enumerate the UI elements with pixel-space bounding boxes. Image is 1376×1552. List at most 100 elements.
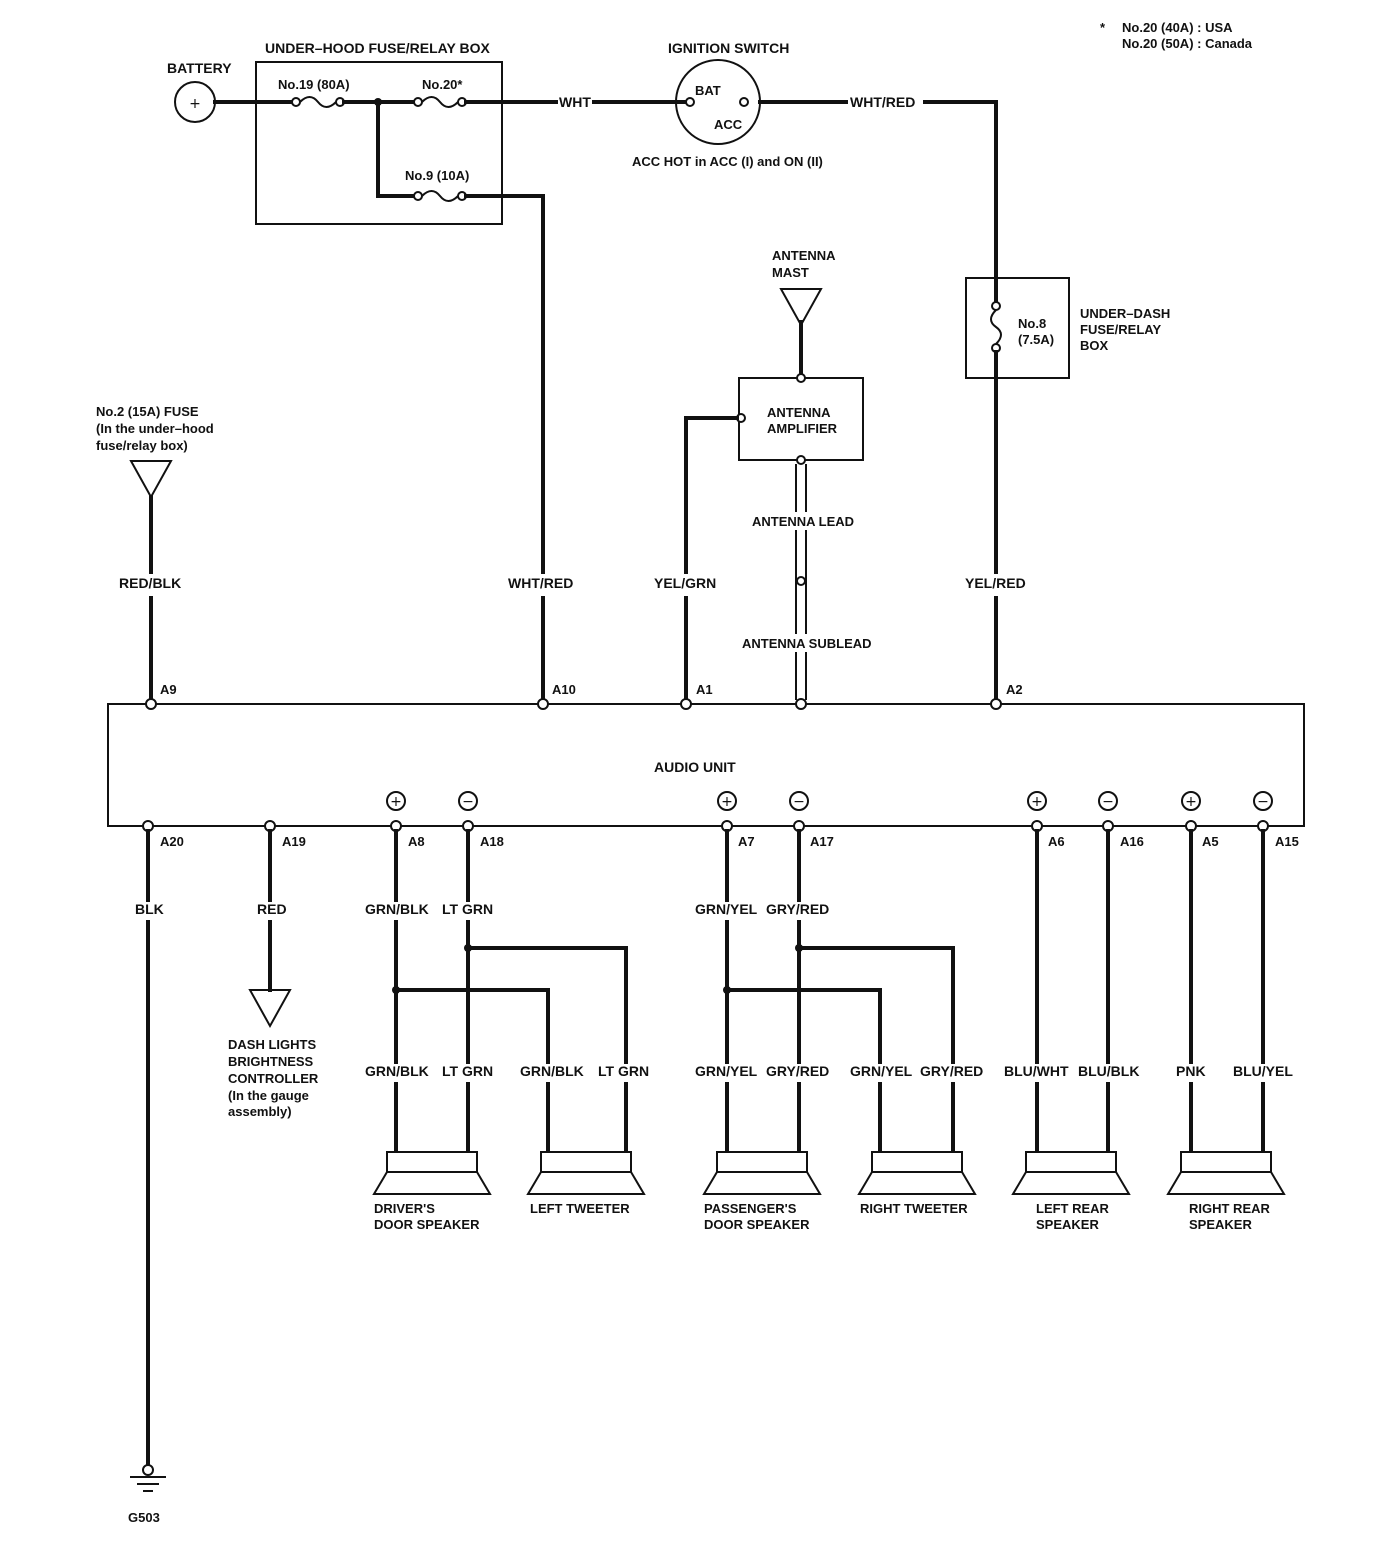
pin-label-a1: A1 <box>696 682 713 697</box>
minus-icon: − <box>793 794 805 810</box>
speaker-icon <box>702 1151 822 1195</box>
speaker-icon <box>1166 1151 1286 1195</box>
passenger-door-speaker: PASSENGER'S DOOR SPEAKER <box>702 1151 822 1232</box>
plus-icon: + <box>1185 794 1197 810</box>
footnote-canada: No.20 (50A) : Canada <box>1122 36 1253 51</box>
pin-label-a8: A8 <box>408 834 425 849</box>
driver-speaker-label-2: DOOR SPEAKER <box>374 1217 480 1232</box>
fuse-2-label-2: (In the under–hood <box>96 421 214 436</box>
fuse-2-label-1: No.2 (15A) FUSE <box>96 404 199 419</box>
wire-label-blu-blk: BLU/BLK <box>1078 1063 1139 1079</box>
underdash-fuse-box: No.8 (7.5A) UNDER–DASH FUSE/RELAY BOX <box>965 277 1170 379</box>
wire-label-driver-pos: GRN/BLK <box>365 1063 429 1079</box>
wire-label-red: RED <box>257 901 287 917</box>
left-tweeter-label: LEFT TWEETER <box>530 1201 630 1216</box>
speaker-icon <box>1011 1151 1131 1195</box>
dash-lights-label-1: DASH LIGHTS <box>228 1037 316 1052</box>
pin-label-a17: A17 <box>810 834 834 849</box>
wire-label-driver-neg: LT GRN <box>442 1063 493 1079</box>
plus-icon: + <box>721 794 733 810</box>
plus-icon: + <box>390 794 402 810</box>
dash-lights-controller-icon <box>248 989 292 1029</box>
wire-left-tweeter-pos <box>394 988 550 1064</box>
underdash-title-3: BOX <box>1080 338 1109 353</box>
wire-right-tweeter-pos <box>725 988 882 1064</box>
pin-label-a7: A7 <box>738 834 755 849</box>
left-tweeter: LEFT TWEETER <box>526 1151 646 1216</box>
dash-lights-label-4: (In the gauge <box>228 1088 309 1103</box>
wire-label-wht: WHT <box>559 94 591 110</box>
right-rear-speaker: RIGHT REAR SPEAKER <box>1166 1151 1286 1232</box>
wire-label-wht-red-top: WHT/RED <box>850 94 915 110</box>
speaker-icon <box>857 1151 977 1195</box>
pin-antenna <box>795 698 807 710</box>
polarity-markers: + − + − + − + − <box>386 791 1273 811</box>
fuse-9-icon <box>413 190 467 202</box>
fuse-2-label-3: fuse/relay box) <box>96 438 188 453</box>
pin-label-a10: A10 <box>552 682 576 697</box>
underhood-box-title: UNDER–HOOD FUSE/RELAY BOX <box>265 40 490 56</box>
footnote-usa: No.20 (40A) : USA <box>1122 20 1233 35</box>
dash-lights-label-3: CONTROLLER <box>228 1071 319 1086</box>
pin-label-a15: A15 <box>1275 834 1299 849</box>
minus-icon: − <box>1257 794 1269 810</box>
right-tweeter: RIGHT TWEETER <box>857 1151 977 1216</box>
wire-label-lt-grn-a18: LT GRN <box>442 901 493 917</box>
left-rear-label-1: LEFT REAR <box>1036 1201 1110 1216</box>
wire-label-grn-yel-a7: GRN/YEL <box>695 901 758 917</box>
wire-label-tweeter-r-neg: GRY/RED <box>920 1063 983 1079</box>
ignition-acc-label: ACC <box>714 117 743 132</box>
pin-a2 <box>990 698 1002 710</box>
minus-icon: − <box>1102 794 1114 810</box>
pin-a1 <box>680 698 692 710</box>
audio-unit-box <box>107 703 1305 827</box>
underhood-box-outline <box>255 61 503 225</box>
plus-icon: + <box>1031 794 1043 810</box>
underdash-box-outline <box>965 277 1070 379</box>
right-tweeter-label: RIGHT TWEETER <box>860 1201 968 1216</box>
fuse-8-icon <box>990 309 1002 345</box>
pin-label-a16: A16 <box>1120 834 1144 849</box>
fuse-19-icon <box>291 96 345 108</box>
left-rear-label-2: SPEAKER <box>1036 1217 1099 1232</box>
ignition-bat-label: BAT <box>695 83 721 98</box>
footnote-mark: * <box>1100 20 1106 35</box>
wire-right-tweeter-neg <box>797 946 955 1064</box>
wire-label-pnk: PNK <box>1176 1063 1206 1079</box>
underdash-title-2: FUSE/RELAY <box>1080 322 1161 337</box>
battery-plus-icon: + <box>189 96 201 112</box>
underhood-fuse-box: UNDER–HOOD FUSE/RELAY BOX No.19 (80A) No… <box>255 40 503 225</box>
battery-label: BATTERY <box>167 60 232 76</box>
wire-label-passenger-neg: GRY/RED <box>766 1063 829 1079</box>
fuse-20-icon <box>413 96 467 108</box>
wire-label-yel-red: YEL/RED <box>965 575 1026 591</box>
pin-label-a2: A2 <box>1006 682 1023 697</box>
antenna-mast-label-2: MAST <box>772 265 809 280</box>
pin-a9 <box>145 698 157 710</box>
audio-unit-label: AUDIO UNIT <box>654 759 736 775</box>
wire-label-gry-red-a17: GRY/RED <box>766 901 829 917</box>
pin-a10 <box>537 698 549 710</box>
pin-label-a19: A19 <box>282 834 306 849</box>
antenna-lead-label: ANTENNA LEAD <box>752 514 854 529</box>
wire-label-grn-blk-a8: GRN/BLK <box>365 901 429 917</box>
speaker-icon <box>372 1151 492 1195</box>
ignition-switch-title: IGNITION SWITCH <box>668 40 789 56</box>
wire-wht-red-top-b <box>923 100 998 302</box>
battery: BATTERY + <box>167 60 232 123</box>
wire-label-tweeter-r-pos: GRN/YEL <box>850 1063 913 1079</box>
driver-speaker-label-1: DRIVER'S <box>374 1201 435 1216</box>
wire-label-wht-red-a10: WHT/RED <box>508 575 573 591</box>
dash-lights-controller: DASH LIGHTS BRIGHTNESS CONTROLLER (In th… <box>228 1037 319 1119</box>
dash-lights-label-5: assembly) <box>228 1104 292 1119</box>
fuse-20-label: No.20* <box>422 77 463 92</box>
wire-label-tweeter-l-neg: LT GRN <box>598 1063 649 1079</box>
ground-label: G503 <box>128 1510 160 1525</box>
wire-label-blk: BLK <box>135 901 164 917</box>
wire-label-tweeter-l-pos: GRN/BLK <box>520 1063 584 1079</box>
footnote: * No.20 (40A) : USA No.20 (50A) : Canada <box>1100 20 1253 51</box>
wire-label-yel-grn: YEL/GRN <box>654 575 716 591</box>
wire-wht-red-a10-upper <box>464 194 545 574</box>
fuse-8-label: No.8 <box>1018 316 1046 331</box>
